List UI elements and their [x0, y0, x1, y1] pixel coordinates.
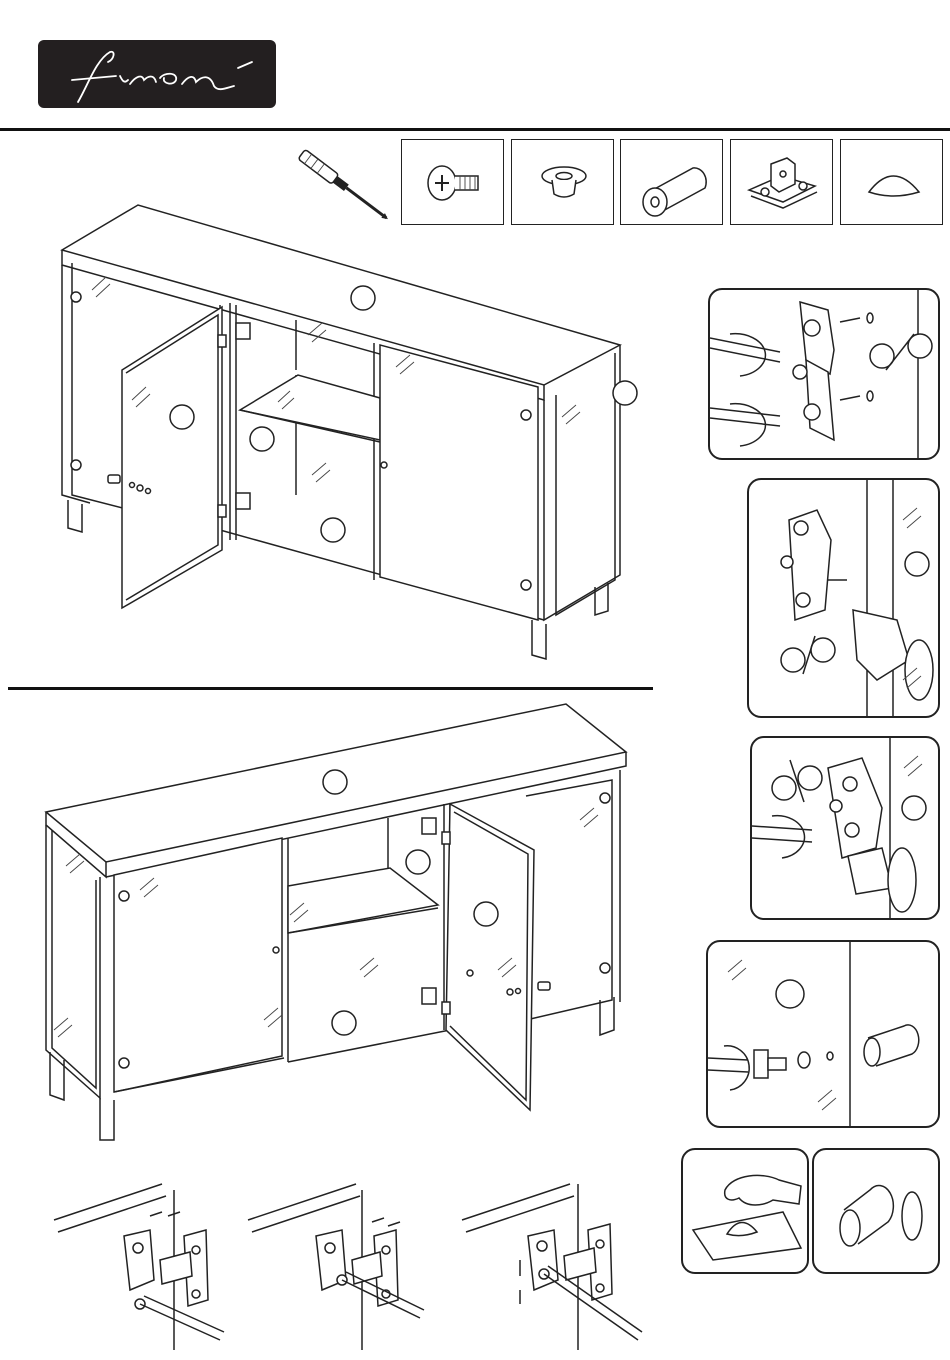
- adjust-side-drawing: [244, 1180, 434, 1350]
- detail-hinge-attach: [747, 478, 940, 718]
- cabinet-right-door-open-drawing: [40, 700, 640, 1150]
- section-divider: [8, 687, 653, 690]
- adjust-height-drawing: [458, 1180, 648, 1350]
- cylinder-handle-icon: [621, 140, 724, 226]
- handle-mount-drawing: [708, 942, 940, 1128]
- brand-logo: finori: [38, 40, 276, 108]
- hinge-tighten-drawing: [752, 738, 940, 920]
- cabinet-left-door-open-drawing: [50, 195, 630, 665]
- logo-signature-icon: [38, 40, 276, 108]
- detail-felt-pad: [681, 1148, 809, 1274]
- part-felt-pad: [840, 139, 943, 225]
- detail-handle-mount: [706, 940, 940, 1128]
- detail-handle-cap: [812, 1148, 940, 1274]
- handle-cap-drawing: [814, 1150, 940, 1274]
- hinge-plate-screw-drawing: [710, 290, 940, 460]
- felt-bumper-icon: [841, 140, 944, 226]
- header-divider: [0, 128, 950, 131]
- part-handle: [620, 139, 723, 225]
- detail-hinge-plate-screw: [708, 288, 940, 460]
- part-hinge-plate: [730, 139, 833, 225]
- felt-pad-drawing: [683, 1150, 809, 1274]
- hinge-mounting-plate-icon: [731, 140, 834, 226]
- hinge-attach-drawing: [749, 480, 940, 718]
- adjust-depth-drawing: [50, 1180, 240, 1350]
- detail-hinge-tighten: [750, 736, 940, 920]
